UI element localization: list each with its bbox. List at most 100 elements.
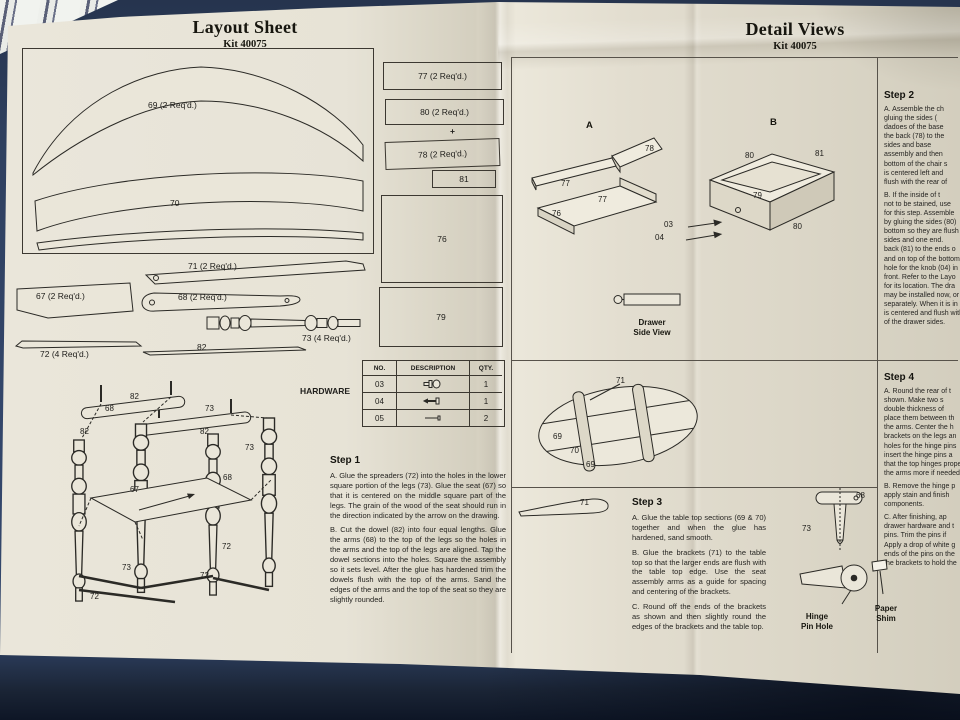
tabletop-drawing xyxy=(538,383,698,472)
curved-parts-drawing xyxy=(32,66,364,251)
part-label: 79 xyxy=(436,312,446,322)
part-82-drawing xyxy=(142,346,307,356)
chair-assembly-drawing xyxy=(71,381,278,604)
paper-shim-caption: Paper Shim xyxy=(874,604,898,623)
arm-detail-label: 73 xyxy=(802,524,811,533)
layout-sheet-title: Layout Sheet xyxy=(192,17,298,37)
arm-bracket-drawing xyxy=(815,488,863,552)
part-label: 76 xyxy=(437,234,447,244)
detail-b-part-label: 81 xyxy=(815,149,824,158)
step1-title: Step 1 xyxy=(330,455,361,466)
detail-a-drawing xyxy=(531,137,663,235)
assembly-label: 72 xyxy=(222,542,231,551)
step3-paragraph-c: C. Round off the ends of the brackets as… xyxy=(632,602,766,631)
arm-detail-label: 68 xyxy=(856,491,865,500)
detail-a-label: A xyxy=(586,120,593,131)
hardware-qty: 1 xyxy=(469,375,502,392)
divider-line xyxy=(511,487,877,488)
hardware-qty: 2 xyxy=(469,409,502,426)
step1-paragraph-a: A. Glue the spreaders (72) into the hole… xyxy=(330,471,506,520)
part-box-78: 78 (2 Req'd.) xyxy=(384,138,501,170)
step4-paragraph-b: B. Remove the hinge p apply stain and fi… xyxy=(884,482,956,509)
assembly-label: 73 xyxy=(122,563,131,572)
hardware-no: 03 xyxy=(363,375,396,392)
part-box-77: 77 (2 Req'd.) xyxy=(383,62,502,90)
layout-sheet-header: Layout Sheet Kit 40075 xyxy=(140,17,350,50)
hardware-desc-cell xyxy=(396,375,469,392)
layout-sheet-kit: Kit 40075 xyxy=(223,39,267,50)
step4-block: Step 4 A. Round the rear of t shown. Mak… xyxy=(884,372,960,568)
hardware-header-row: NO. DESCRIPTION QTY. xyxy=(363,361,504,375)
tabletop-label: 70 xyxy=(570,446,579,455)
hardware-col-qty: QTY. xyxy=(469,361,502,375)
hardware-no: 04 xyxy=(363,392,396,409)
part-73-drawing xyxy=(206,315,361,331)
hardware-row: 03 1 xyxy=(363,375,504,392)
part-label: 69 (2 Req'd.) xyxy=(148,100,197,110)
detail-views-kit: Kit 40075 xyxy=(773,41,817,52)
drawer-side-view-caption: Drawer Side View xyxy=(633,318,671,337)
part-box-80: 80 (2 Req'd.) xyxy=(385,99,504,125)
step4-title: Step 4 xyxy=(884,372,915,383)
assembly-label: 68 xyxy=(105,404,114,413)
assembly-label: 82 xyxy=(200,427,209,436)
assembly-label: 82 xyxy=(130,392,139,401)
callout-arrows xyxy=(685,219,723,241)
part-72-drawing xyxy=(14,340,143,349)
divider-line xyxy=(511,360,958,361)
hardware-label: HARDWARE xyxy=(300,386,351,396)
part-label: 72 (4 Req'd.) xyxy=(40,349,89,359)
part-label: 81 xyxy=(459,174,469,184)
step3-paragraph-b: B. Glue the brackets (71) to the table t… xyxy=(632,547,766,597)
hinge-pin-hole-caption: Hinge Pin Hole xyxy=(800,612,833,631)
detail-views-title: Detail Views xyxy=(745,19,845,39)
part-label: 67 (2 Req'd.) xyxy=(36,291,85,301)
screw-icon xyxy=(422,397,440,405)
detail-views-header: Detail Views Kit 40075 xyxy=(690,19,900,52)
step4-paragraph-a: A. Round the rear of t shown. Make two s… xyxy=(884,388,960,477)
hardware-col-no: NO. xyxy=(373,364,386,372)
detail-a-part-label: 77 xyxy=(598,195,607,204)
tabletop-label: 69 xyxy=(586,460,595,469)
step3-paragraph-a: A. Glue the table top sections (69 & 70)… xyxy=(632,513,766,542)
divider-line xyxy=(511,57,512,653)
assembly-label: 73 xyxy=(205,404,214,413)
assembly-label: 72 xyxy=(90,592,99,601)
part-box-76: 76 xyxy=(381,195,503,283)
tabletop-label: 71 xyxy=(616,376,625,385)
hardware-callout: 03 xyxy=(664,220,673,229)
plus-sign: + xyxy=(450,126,455,136)
detail-b-part-label: 79 xyxy=(753,191,762,200)
part-71-drawing xyxy=(144,260,366,285)
assembly-label: 82 xyxy=(80,427,89,436)
curved-parts-box xyxy=(22,48,374,254)
bracket-profile-drawing xyxy=(518,498,609,517)
step3-block: Step 3 A. Glue the table top sections (6… xyxy=(632,497,766,632)
step1-block: Step 1 A. Glue the spreaders (72) into t… xyxy=(330,455,506,605)
part-box-81: 81 xyxy=(432,170,496,188)
part-label: 70 xyxy=(170,198,180,208)
divider-line xyxy=(877,57,878,653)
part-box-79: 79 xyxy=(379,287,503,347)
part-label: 71 (2 Req'd.) xyxy=(188,261,237,271)
assembly-label: 73 xyxy=(245,443,254,452)
hardware-table: NO. DESCRIPTION QTY. 03 1 04 1 05 xyxy=(362,360,505,427)
assembly-label: 67 xyxy=(130,485,139,494)
step2-paragraph-a: A. Assemble the ch gluing the sides ( da… xyxy=(884,106,948,186)
hardware-desc-cell xyxy=(396,392,469,409)
hardware-desc-cell xyxy=(396,409,469,426)
step2-block: Step 2 A. Assemble the ch gluing the sid… xyxy=(884,90,960,327)
detail-b-part-label: 80 xyxy=(793,222,802,231)
part-68-drawing xyxy=(141,292,301,312)
step2-title: Step 2 xyxy=(884,90,915,101)
detail-a-part-label: 77 xyxy=(561,179,570,188)
step3-title: Step 3 xyxy=(632,497,663,508)
knob-icon xyxy=(423,379,441,389)
part-label: 73 (4 Req'd.) xyxy=(302,333,351,343)
part-label: 80 (2 Req'd.) xyxy=(420,107,469,117)
hardware-qty: 1 xyxy=(469,392,502,409)
bracket-profile-label: 71 xyxy=(580,498,589,507)
hardware-no: 05 xyxy=(363,409,396,426)
